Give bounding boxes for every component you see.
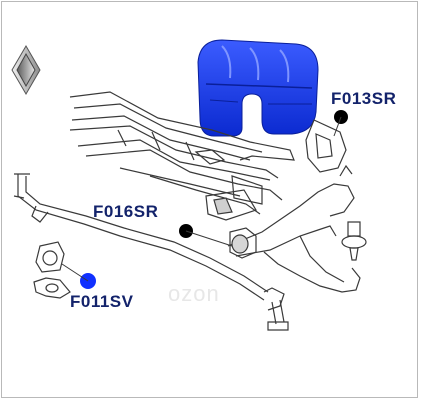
stabilizer-bar-drawing [13, 173, 289, 331]
subframe-drawing [69, 91, 295, 221]
part-label-f016sr: F016SR [93, 202, 159, 221]
leader-line-f016sr [185, 230, 233, 247]
stabilizer-bushing-image [197, 39, 319, 137]
control-arm-drawing [227, 119, 367, 293]
part-label-f013sr: F013SR [331, 89, 397, 108]
bushing-bracket-drawing [33, 241, 71, 299]
renault-diamond-icon [11, 45, 41, 95]
part-label-f011sv: F011SV [70, 292, 134, 311]
leader-line-f011sv [61, 263, 89, 282]
watermark: ozon [168, 281, 220, 306]
leader-line-f013sr [333, 116, 342, 137]
